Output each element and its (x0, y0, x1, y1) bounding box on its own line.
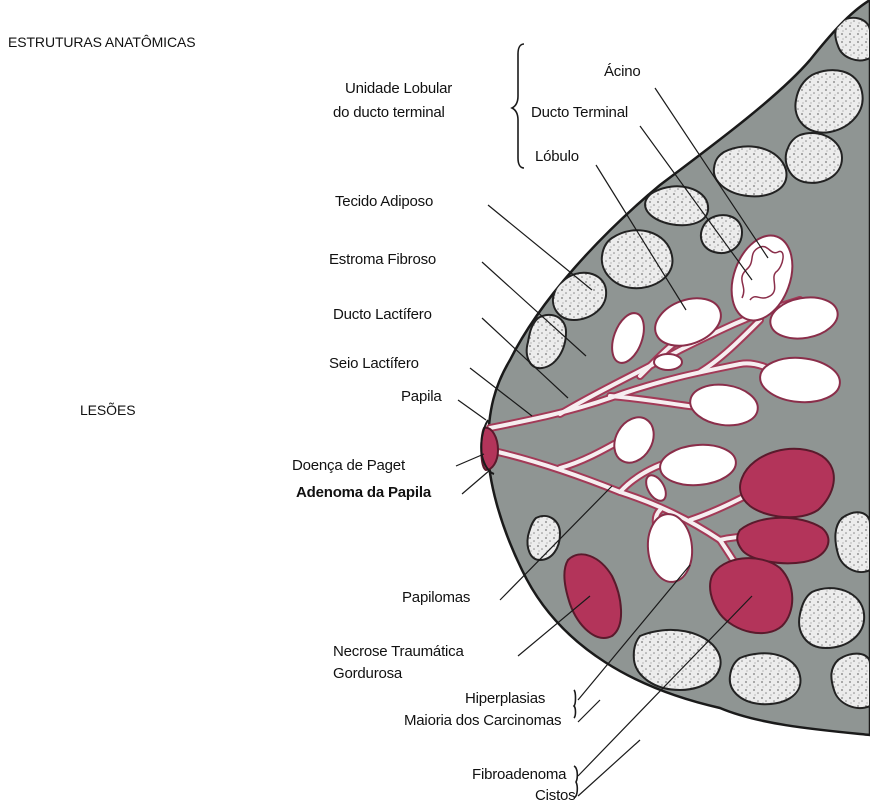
section-lesions-heading: LESÕES (80, 401, 135, 419)
label-unidade-line2: do ducto terminal (333, 104, 445, 122)
label-unidade-line1: Unidade Lobular (345, 80, 452, 98)
label-ducto-terminal: Ducto Terminal (531, 104, 628, 122)
label-necrose-line2: Gordurosa (333, 665, 402, 683)
label-ducto-lactifero: Ducto Lactífero (333, 306, 432, 324)
section-structures-heading: ESTRUTURAS ANATÔMICAS (8, 33, 195, 51)
label-tecido-adiposo: Tecido Adiposo (335, 193, 433, 211)
label-lobulo: Lóbulo (535, 148, 579, 166)
label-cistos: Cistos (535, 787, 575, 805)
label-carcinomas: Maioria dos Carcinomas (404, 712, 561, 730)
label-fibroadenoma: Fibroadenoma (472, 766, 566, 784)
label-adenoma-papila: Adenoma da Papila (296, 484, 431, 502)
label-doenca-paget: Doença de Paget (292, 457, 405, 475)
label-estroma-fibroso: Estroma Fibroso (329, 251, 436, 269)
label-papilomas: Papilomas (402, 589, 470, 607)
label-papila: Papila (401, 388, 442, 406)
label-acino: Ácino (604, 63, 641, 81)
label-hiperplasias: Hiperplasias (465, 690, 545, 708)
label-necrose-line1: Necrose Traumática (333, 643, 464, 661)
label-seio-lactifero: Seio Lactífero (329, 355, 419, 373)
